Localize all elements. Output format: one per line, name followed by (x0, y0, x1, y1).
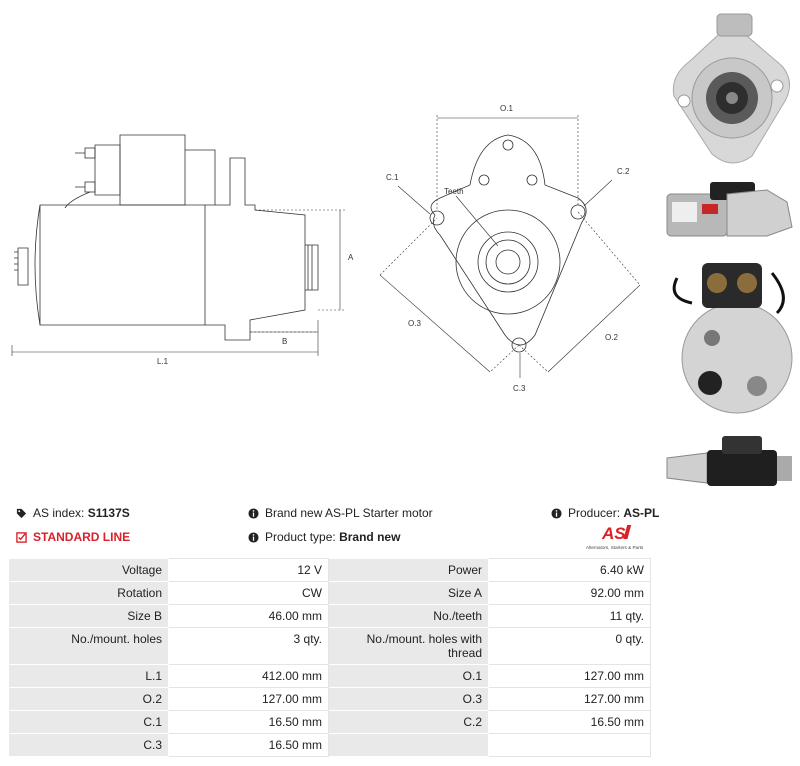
spec-value: 92.00 mm (488, 581, 651, 605)
product-type-label: Product type: (265, 530, 336, 544)
logo-text: AS (601, 524, 626, 543)
spec-label: No./mount. holes (8, 627, 169, 665)
spec-label: C.1 (8, 710, 169, 734)
front-dimension-lines (379, 115, 641, 373)
spec-label: Rotation (8, 581, 169, 605)
as-index-value: S1137S (87, 506, 130, 520)
spec-label: L.1 (8, 664, 169, 688)
dim-label-a: A (348, 253, 354, 262)
rear-view-photo[interactable] (662, 258, 798, 423)
spec-label: C.3 (8, 733, 169, 757)
spec-label (328, 733, 489, 757)
spec-value: 6.40 kW (488, 558, 651, 582)
spec-label: O.1 (328, 664, 489, 688)
spec-label: No./mount. holes with thread (328, 627, 489, 665)
info-icon (551, 507, 562, 519)
dim-label-o2: O.2 (605, 333, 618, 342)
side-dimension-arrows (11, 210, 341, 356)
dim-label-teeth: Teeth (444, 187, 464, 196)
dim-label-b: B (282, 337, 287, 346)
product-type-value: Brand new (339, 530, 401, 544)
front-view-drawing (429, 134, 587, 353)
checkbox-icon (16, 531, 27, 543)
spec-label: Voltage (8, 558, 169, 582)
side-view-photo-2[interactable] (662, 428, 798, 493)
spec-value: 412.00 mm (168, 664, 329, 688)
description-text: Brand new AS-PL Starter motor (265, 506, 433, 520)
as-index-label: AS index: (33, 506, 85, 520)
product-type: Product type: Brand new (248, 530, 400, 544)
spec-value: CW (168, 581, 329, 605)
spec-label: Size B (8, 604, 169, 628)
side-dimension-lines (250, 209, 345, 333)
description: Brand new AS-PL Starter motor (248, 506, 433, 520)
standard-line: STANDARD LINE (16, 530, 130, 544)
producer: Producer: AS-PL (551, 506, 659, 520)
spec-value: 16.50 mm (488, 710, 651, 734)
dim-label-o1: O.1 (500, 104, 513, 113)
spec-value: 3 qty. (168, 627, 329, 665)
spec-value: 127.00 mm (168, 687, 329, 711)
dim-label-c2: C.2 (617, 167, 630, 176)
info-icon (248, 507, 259, 519)
technical-drawing: A B L.1 O.1 O.3 O.2 C.1 C.2 C.3 Teeth (11, 104, 641, 393)
side-view-drawing (14, 134, 319, 341)
spec-label: C.2 (328, 710, 489, 734)
dim-label-c3: C.3 (513, 384, 526, 393)
logo-subtext: Alternators, Starters & Parts (586, 545, 644, 550)
spec-value: 11 qty. (488, 604, 651, 628)
dim-label-o3: O.3 (408, 319, 421, 328)
standard-line-label: STANDARD LINE (33, 530, 131, 544)
product-photos (660, 0, 800, 495)
spec-label: O.3 (328, 687, 489, 711)
brand-logo: AS Alternators, Starters & Parts (586, 524, 644, 550)
spec-label: Size A (328, 581, 489, 605)
spec-label: Power (328, 558, 489, 582)
producer-label: Producer: (568, 506, 621, 520)
spec-value: 12 V (168, 558, 329, 582)
spec-value: 46.00 mm (168, 604, 329, 628)
spec-label: O.2 (8, 687, 169, 711)
spec-value: 16.50 mm (168, 733, 329, 757)
side-view-photo[interactable] (662, 172, 798, 247)
front-dimension-arrows (379, 117, 641, 378)
producer-value: AS-PL (623, 506, 660, 520)
dim-label-c1: C.1 (386, 173, 399, 182)
spec-value (488, 733, 651, 757)
spec-label: No./teeth (328, 604, 489, 628)
spec-value: 127.00 mm (488, 687, 651, 711)
spec-value: 16.50 mm (168, 710, 329, 734)
front-view-photo[interactable] (662, 6, 798, 166)
as-index: AS index: S1137S (16, 506, 130, 520)
spec-value: 127.00 mm (488, 664, 651, 688)
dim-label-l1: L.1 (157, 357, 169, 366)
info-icon (248, 531, 259, 543)
spec-value: 0 qty. (488, 627, 651, 665)
tag-icon (16, 508, 27, 518)
